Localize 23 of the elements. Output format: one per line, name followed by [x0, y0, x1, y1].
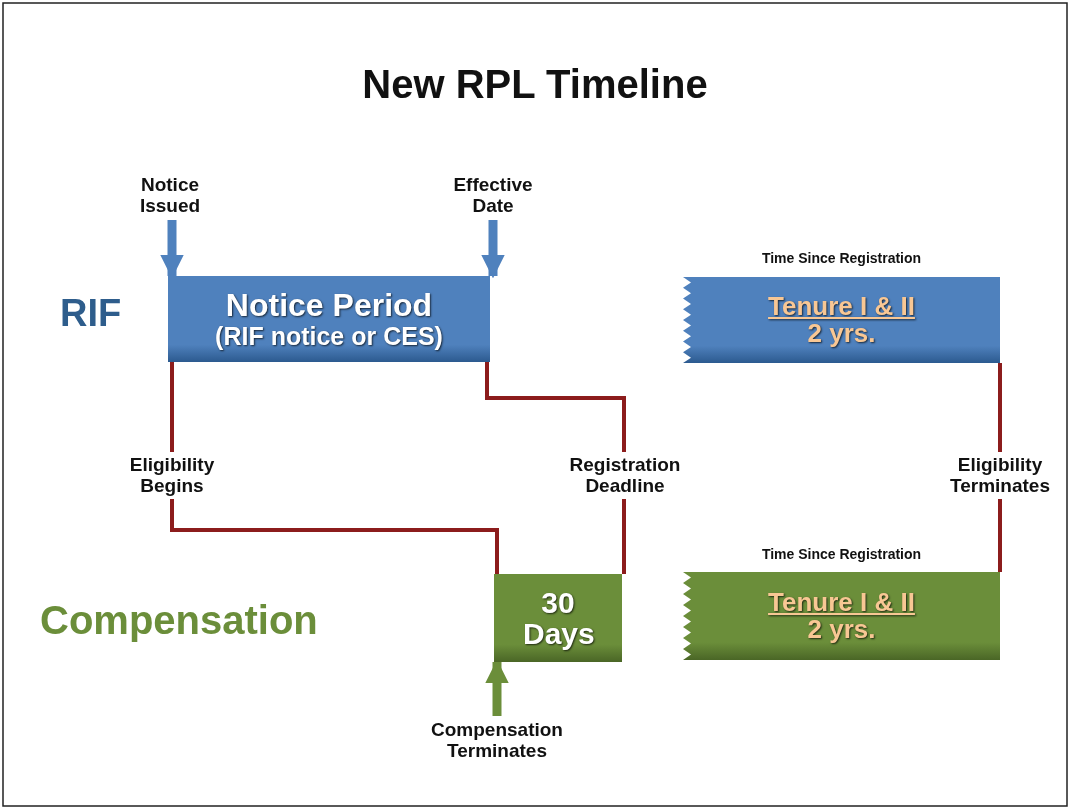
event-label: Notice Issued	[115, 170, 225, 220]
tenure-bar	[683, 277, 1000, 363]
period-bar	[168, 276, 490, 362]
bar-heading: Tenure I & II	[768, 292, 915, 320]
arrow	[481, 220, 505, 279]
bar-caption: Time Since Registration	[760, 250, 923, 266]
bar-text: 30 Days	[523, 586, 593, 650]
event-label: Compensation Terminates	[420, 716, 574, 764]
title: New RPL Timeline	[361, 62, 709, 107]
bar-caption: Time Since Registration	[760, 546, 923, 562]
tenure-bar	[683, 572, 1000, 660]
bar-heading: Tenure I & II	[768, 588, 915, 616]
bar-text: (RIF notice or CES)	[215, 322, 443, 349]
bar-text: 2 yrs.	[807, 616, 876, 644]
row-label: RIF	[60, 292, 123, 335]
arrow	[485, 659, 509, 716]
event-label: Effective Date	[438, 170, 548, 220]
bar-text: Notice Period	[225, 289, 433, 323]
bar-text: 2 yrs.	[807, 320, 876, 348]
period-bar	[494, 574, 622, 662]
arrow	[160, 220, 184, 279]
row-label: Compensation	[40, 598, 319, 643]
connector-line	[170, 362, 499, 574]
